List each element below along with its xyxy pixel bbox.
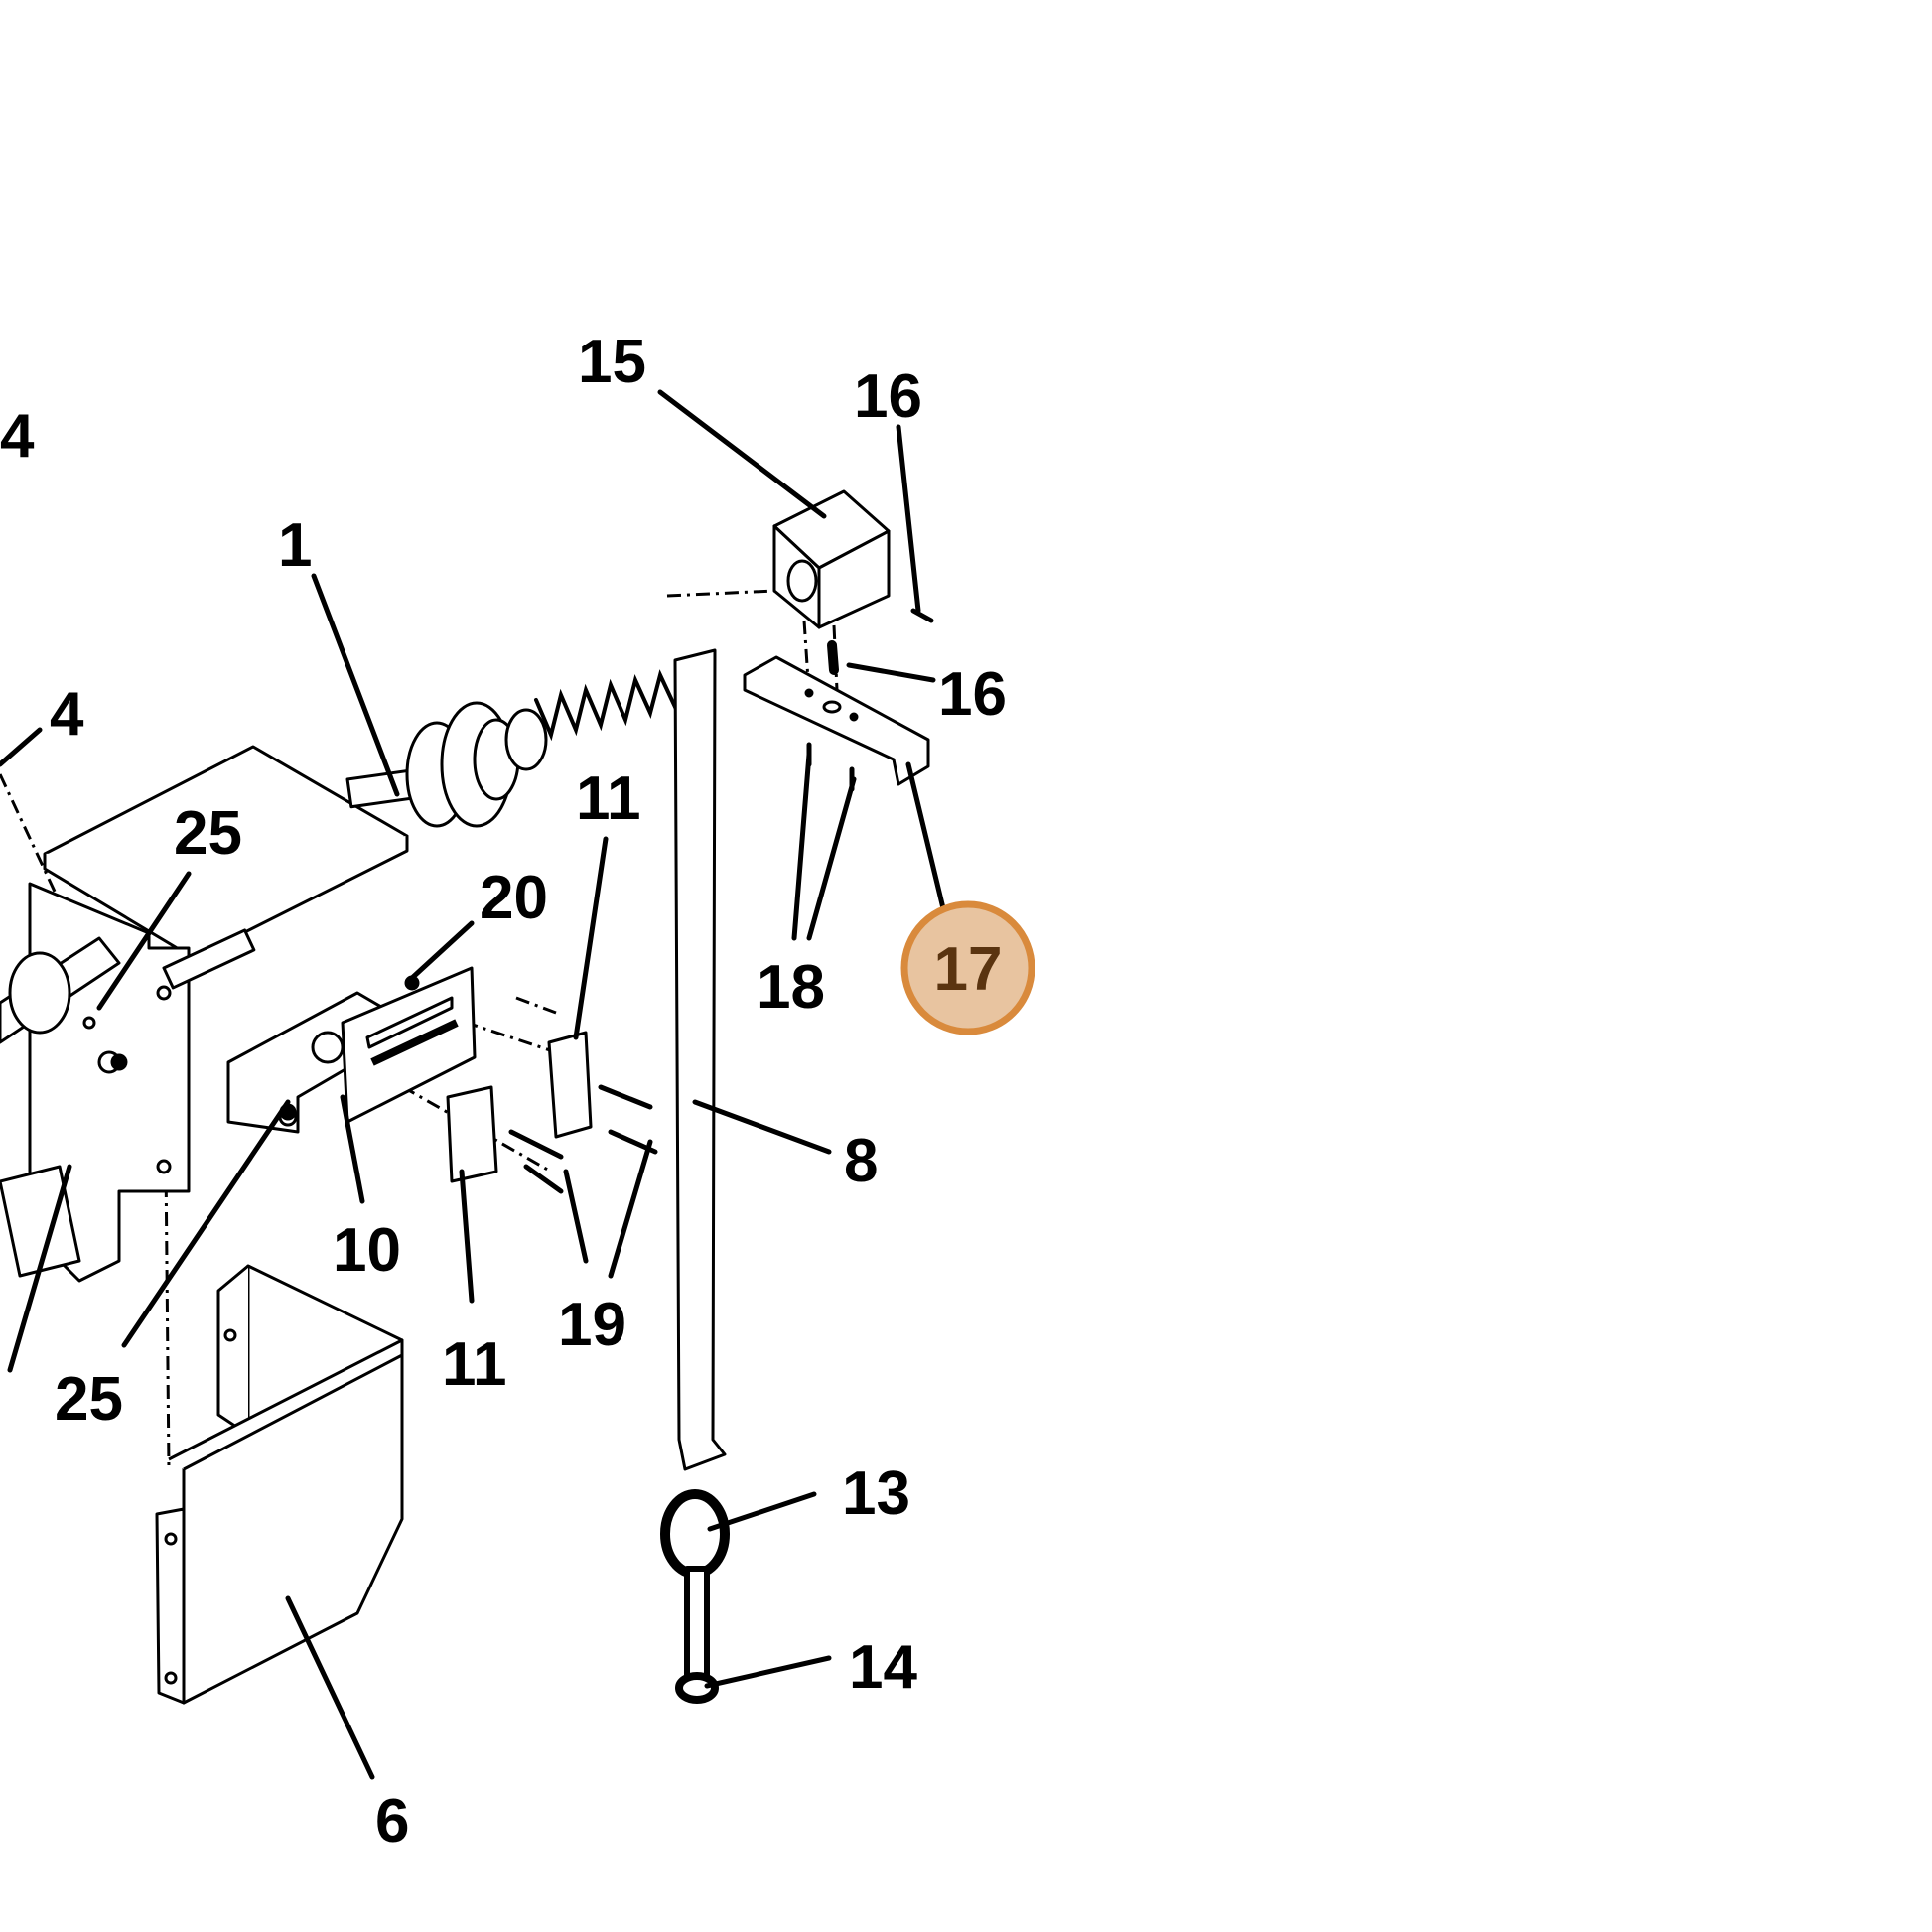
part-18-pins <box>806 742 855 792</box>
callout-15: 15 <box>578 328 646 396</box>
part-15-block <box>772 489 934 629</box>
leader-lines <box>0 389 946 1780</box>
callout-25-bottom: 25 <box>55 1365 123 1434</box>
callout-1: 1 <box>278 511 312 580</box>
screws <box>110 975 658 1194</box>
callout-20: 20 <box>480 864 548 932</box>
part-11-blocks <box>446 1031 593 1183</box>
callout-16-mid: 16 <box>938 660 1007 729</box>
callout-16-top: 16 <box>854 362 922 431</box>
callout-8: 8 <box>844 1127 878 1195</box>
callout-17: 17 <box>934 935 1003 1004</box>
highlighted-callout-17[interactable]: 17 <box>900 900 1035 1035</box>
spring <box>534 659 697 742</box>
part-10-angle-bracket <box>226 966 477 1134</box>
part-13-eye-bolt <box>660 1489 730 1686</box>
part-6-cover <box>155 1264 404 1705</box>
part-14-nut <box>675 1672 719 1704</box>
callout-25-top: 25 <box>174 799 242 868</box>
part-1-plate-shaft <box>43 659 697 960</box>
left-bracket-frame <box>0 882 256 1283</box>
callout-18: 18 <box>757 953 825 1022</box>
part-17-angle-bar <box>743 640 930 786</box>
part-8-strap <box>673 648 727 1471</box>
callout-4-top: 4 <box>0 402 35 471</box>
callout-11-bottom: 11 <box>442 1330 507 1399</box>
callout-11-top: 11 <box>576 764 641 833</box>
callout-6: 6 <box>375 1787 409 1856</box>
callout-17-highlight-ring <box>900 900 1035 1035</box>
callout-labels: 1 4 4 6 8 10 11 11 13 14 15 16 16 18 19 … <box>0 328 1007 1856</box>
callout-14: 14 <box>849 1633 917 1702</box>
callout-10: 10 <box>333 1216 401 1285</box>
callout-19: 19 <box>558 1291 626 1359</box>
callout-13: 13 <box>842 1459 910 1528</box>
callout-4-mid: 4 <box>50 680 84 749</box>
